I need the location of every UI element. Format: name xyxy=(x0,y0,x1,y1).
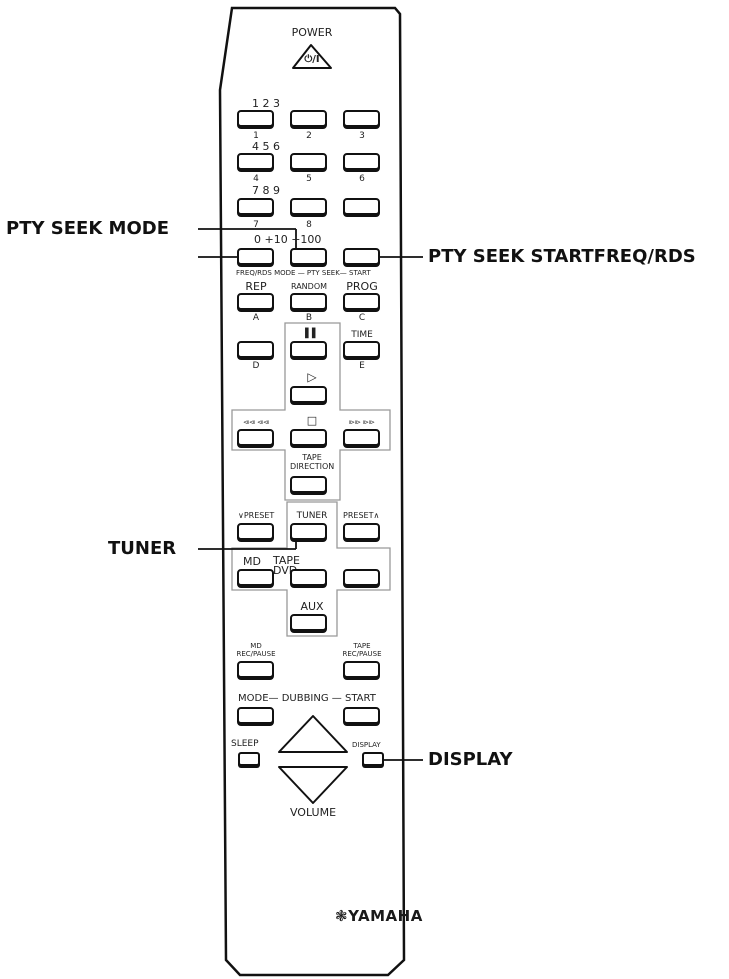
btn-tuner-label: TUNER xyxy=(296,511,328,521)
btn-4-bottom-label: 4 xyxy=(253,174,259,184)
callout-display: DISPLAY xyxy=(428,749,513,770)
random-button[interactable] xyxy=(290,293,327,310)
btn-tape-rec-pause-label: TAPE REC/PAUSE xyxy=(342,642,382,658)
rep-button[interactable] xyxy=(237,293,274,310)
md-button[interactable] xyxy=(237,569,274,586)
stop-button[interactable] xyxy=(290,429,327,446)
number-6-button[interactable] xyxy=(343,153,380,170)
btn-d-bottom-label: D xyxy=(252,361,260,371)
freq-rds-button[interactable] xyxy=(237,248,274,265)
d-button[interactable] xyxy=(237,341,274,358)
btn-1-bottom-label: 1 xyxy=(253,131,259,141)
btn-md-rec-pause-label: MD REC/PAUSE xyxy=(236,642,276,658)
brand-name: YAMAHA xyxy=(348,907,423,925)
tape-rec-pause-button[interactable] xyxy=(343,661,380,678)
btn-preset-down-label: ∨PRESET xyxy=(238,511,275,520)
btn-rep-top-label: REP xyxy=(245,280,267,293)
btn-8-bottom-label: 8 xyxy=(306,220,312,230)
prog-button[interactable] xyxy=(343,293,380,310)
skip-back-icon: ⧏⧏ ⧏⧏ xyxy=(243,419,269,426)
skip-forward-icon: ⧐⧐ ⧐⧐ xyxy=(349,419,375,426)
dubbing-mode-button[interactable] xyxy=(237,707,274,724)
btn-freq-rds-bottom-label: FREQ/RDS MODE — PTY SEEK— START xyxy=(236,269,371,277)
skip-back-button[interactable] xyxy=(237,429,274,446)
btn-display-label: DISPLAY xyxy=(352,741,381,749)
callout-pty-seek-start-freq-rds: PTY SEEK STARTFREQ/RDS xyxy=(428,246,696,267)
number-4-button[interactable] xyxy=(237,153,274,170)
btn-prog-bottom-label: C xyxy=(358,313,366,323)
callout-tuner: TUNER xyxy=(108,538,177,559)
btn-5-bottom-label: 5 xyxy=(306,174,312,184)
dubbing-start-button[interactable] xyxy=(343,707,380,724)
preset-down-button[interactable] xyxy=(237,523,274,540)
number-8-button[interactable] xyxy=(290,198,327,215)
btn-preset-up-label: PRESET∧ xyxy=(343,511,380,520)
time-button[interactable] xyxy=(343,341,380,358)
btn-md-label: MD xyxy=(243,555,261,568)
btn-random-top-label: RANDOM xyxy=(290,282,328,291)
stop-icon: □ xyxy=(306,414,318,427)
number-2-button[interactable] xyxy=(290,110,327,127)
preset-up-button[interactable] xyxy=(343,523,380,540)
btn-sleep-label: SLEEP xyxy=(231,739,259,749)
dvd-button[interactable] xyxy=(290,569,327,586)
number-3-button[interactable] xyxy=(343,110,380,127)
sleep-button[interactable] xyxy=(238,752,260,766)
btn-7-top-label: 7 8 9 xyxy=(252,184,280,197)
number-9-button[interactable] xyxy=(343,198,380,215)
btn-4-top-label: 4 5 6 xyxy=(252,140,280,153)
btn-1-top-label: 1 2 3 xyxy=(252,97,280,110)
aux-button[interactable] xyxy=(290,614,327,631)
tape-direction-button[interactable] xyxy=(290,476,327,493)
number-5-button[interactable] xyxy=(290,153,327,170)
skip-forward-button[interactable] xyxy=(343,429,380,446)
btn-tape-direction-label: TAPE DIRECTION xyxy=(290,453,335,471)
volume-label: VOLUME xyxy=(289,806,337,819)
btn-rep-bottom-label: A xyxy=(252,313,260,323)
pty-seek-mode-button[interactable] xyxy=(290,248,327,265)
btn-dubbing-label: MODE— DUBBING — START xyxy=(238,693,376,704)
play-button[interactable] xyxy=(290,386,327,403)
yamaha-logo: ❃YAMAHA xyxy=(335,907,423,925)
play-icon: ▷ xyxy=(307,370,317,384)
tuner-button[interactable] xyxy=(290,523,327,540)
btn-freq-rds-top-label: 0 +10 +100 xyxy=(254,233,322,246)
btn-time-top-label: TIME xyxy=(351,330,373,340)
tape-button[interactable] xyxy=(343,569,380,586)
md-rec-pause-button[interactable] xyxy=(237,661,274,678)
callout-pty-seek-mode: PTY SEEK MODE xyxy=(6,218,169,239)
btn-2-bottom-label: 2 xyxy=(306,131,312,141)
number-1-button[interactable] xyxy=(237,110,274,127)
btn-aux-label: AUX xyxy=(300,600,324,613)
number-7-button[interactable] xyxy=(237,198,274,215)
btn-dvd-label: TAPE DVD xyxy=(273,554,300,577)
btn-random-bottom-label: B xyxy=(305,313,313,323)
btn-3-bottom-label: 3 xyxy=(359,131,365,141)
btn-6-bottom-label: 6 xyxy=(359,174,365,184)
display-button[interactable] xyxy=(362,752,384,766)
btn-prog-top-label: PROG xyxy=(346,280,378,293)
pause-icon: ▌▌ xyxy=(305,329,319,339)
yamaha-emblem-icon: ❃ xyxy=(335,907,349,925)
power-label: POWER xyxy=(291,26,333,39)
btn-time-bottom-label: E xyxy=(359,361,365,371)
pause-button[interactable] xyxy=(290,341,327,358)
power-button[interactable]: ⏻/I xyxy=(304,54,320,65)
pty-seek-start-button[interactable] xyxy=(343,248,380,265)
btn-7-bottom-label: 7 xyxy=(253,220,259,230)
